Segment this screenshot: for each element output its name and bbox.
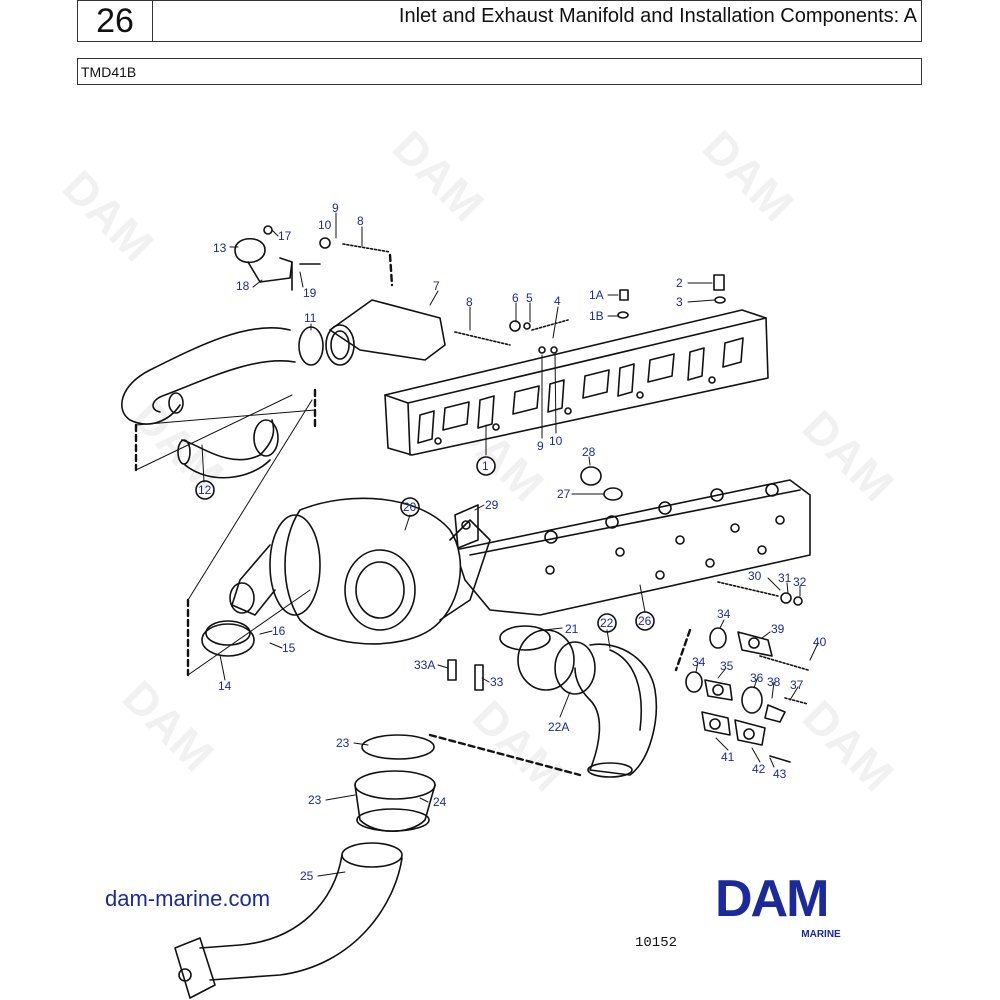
turbocharger xyxy=(229,497,491,645)
part-label: 38 xyxy=(767,675,781,689)
part-label: 1B xyxy=(589,309,604,323)
part-label: 31 xyxy=(778,571,792,585)
section-number: 26 xyxy=(78,1,153,41)
part-label: 33A xyxy=(414,658,435,672)
exhaust-pipe xyxy=(174,842,403,999)
part-label: 20 xyxy=(403,500,417,514)
part-label: 21 xyxy=(565,622,579,636)
part-label: 23 xyxy=(308,793,322,807)
part-label: 28 xyxy=(582,445,596,459)
part-label: 1A xyxy=(589,288,604,302)
drawing-number: 10152 xyxy=(635,935,678,951)
part-label: 7 xyxy=(433,279,440,293)
part-label: 23 xyxy=(336,736,350,750)
part-label: 8 xyxy=(466,295,473,309)
lower-clamps xyxy=(354,734,436,832)
part-label: 34 xyxy=(717,607,731,621)
stud xyxy=(717,581,779,597)
intake-elbow xyxy=(325,299,446,366)
part-label: 34 xyxy=(692,655,706,669)
part-label: 11 xyxy=(304,311,317,325)
leader-lines xyxy=(201,212,819,877)
part-label: 1 xyxy=(482,459,489,473)
part-label: 43 xyxy=(773,767,787,781)
part-label: 8 xyxy=(357,214,364,228)
washer xyxy=(603,487,623,501)
part-label: 18 xyxy=(236,279,250,293)
part-label: 12 xyxy=(198,483,212,497)
inlet-manifold xyxy=(384,309,769,456)
flange-assembly xyxy=(685,627,809,763)
watermark: DAM xyxy=(793,690,904,801)
part-label: 25 xyxy=(300,869,314,883)
part-label: 13 xyxy=(213,241,227,255)
part-label: 16 xyxy=(272,624,286,638)
part-label: 40 xyxy=(813,635,827,649)
watermark: DAM xyxy=(113,670,224,781)
sensor-fitting xyxy=(447,659,457,681)
exhaust-manifold xyxy=(454,479,811,616)
part-labels: 9 10 8 13 17 18 19 11 7 8 6 5 4 1A 1B 2 … xyxy=(198,201,827,883)
watermark: DAM xyxy=(383,120,494,231)
part-label: 35 xyxy=(720,659,734,673)
part-label: 6 xyxy=(512,291,519,305)
part-label: 19 xyxy=(303,286,317,300)
part-label: 22A xyxy=(548,720,569,734)
part-label: 4 xyxy=(554,294,561,308)
logo-subtitle: MARINE xyxy=(801,929,841,940)
header-table: 26 Inlet and Exhaust Manifold and Instal… xyxy=(77,0,922,42)
watermark: DAM xyxy=(693,120,804,231)
o-ring xyxy=(298,326,324,366)
part-label: 42 xyxy=(752,762,766,776)
v-band-clamp xyxy=(499,625,575,691)
sensor-fitting xyxy=(474,664,484,691)
logo-wordmark: DAM xyxy=(715,870,829,928)
plug xyxy=(580,466,602,486)
part-label: 39 xyxy=(771,622,785,636)
part-label: 33 xyxy=(490,675,504,689)
part-label: 24 xyxy=(433,795,447,809)
part-label: 26 xyxy=(638,614,652,628)
part-label: 27 xyxy=(557,487,571,501)
part-label: 9 xyxy=(537,439,544,453)
watermark: DAM xyxy=(53,160,164,271)
part-number-circles xyxy=(195,456,655,633)
part-label: 9 xyxy=(332,201,339,215)
dam-marine-logo: DAM MARINE xyxy=(715,873,897,940)
part-label: 14 xyxy=(218,679,232,693)
part-label: 5 xyxy=(526,291,533,305)
part-label: 22 xyxy=(600,616,614,630)
part-label: 32 xyxy=(793,575,807,589)
exhaust-elbow xyxy=(554,641,658,778)
studs xyxy=(319,237,726,354)
website-link[interactable]: dam-marine.com xyxy=(105,886,271,911)
part-label: 36 xyxy=(750,671,764,685)
inlet-ports xyxy=(417,337,744,444)
part-label: 37 xyxy=(790,678,804,692)
part-label: 10 xyxy=(549,434,563,448)
part-label: 41 xyxy=(721,750,735,764)
part-label: 30 xyxy=(748,569,762,583)
watermark: DAM xyxy=(463,690,574,801)
model-name: TMD41B xyxy=(77,58,922,85)
page-title: Inlet and Exhaust Manifold and Installat… xyxy=(398,5,917,27)
part-label: 2 xyxy=(676,276,683,290)
flange-gasket xyxy=(454,504,479,549)
turbo-clamp xyxy=(201,620,255,657)
part-label: 17 xyxy=(278,229,292,243)
part-label: 3 xyxy=(676,295,683,309)
part-label: 29 xyxy=(485,498,499,512)
part-label: 10 xyxy=(318,218,332,232)
part-label: 15 xyxy=(282,641,296,655)
